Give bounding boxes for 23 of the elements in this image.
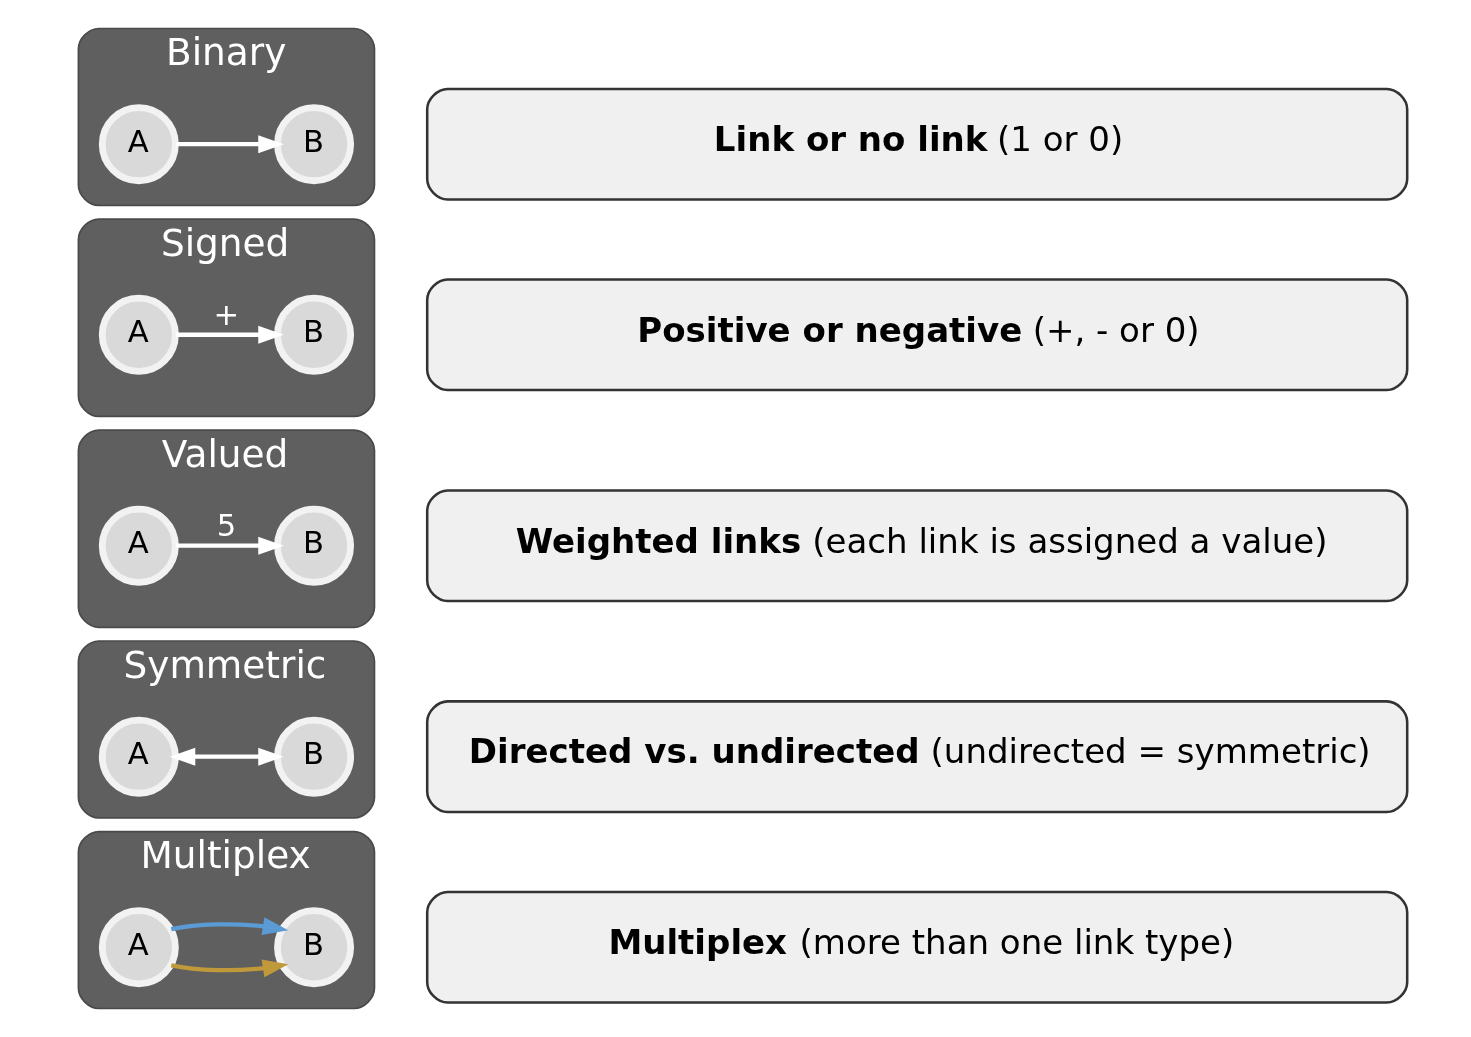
arrow [170, 959, 288, 978]
node-circle: A [98, 104, 179, 185]
arrow [170, 917, 288, 935]
arrow [175, 135, 284, 154]
node-box: Multiplex (more than one link type) [425, 890, 1408, 1004]
arrow [175, 536, 284, 555]
node-circle: A [98, 907, 179, 988]
edge-label: 5 [216, 508, 236, 544]
node-box: Directed vs. undirected (undirected = symmetric) [425, 700, 1408, 814]
node-circle: A [98, 716, 179, 797]
node-box: Positive or negative (+, - or 0) [425, 278, 1408, 392]
node-box: Link or no link (1 or 0) [425, 87, 1408, 201]
node-circle: B [273, 907, 354, 988]
node-circle: B [273, 294, 354, 375]
arrow [169, 747, 284, 766]
node-box: Weighted links (each link is assigned a value) [425, 489, 1408, 603]
node-circle: A [98, 294, 179, 375]
arrow [175, 325, 284, 344]
node-circle: B [273, 716, 354, 797]
node-circle: A [98, 505, 179, 586]
edge-label: + [213, 297, 239, 333]
node-circle: B [273, 104, 354, 185]
node-circle: B [273, 505, 354, 586]
